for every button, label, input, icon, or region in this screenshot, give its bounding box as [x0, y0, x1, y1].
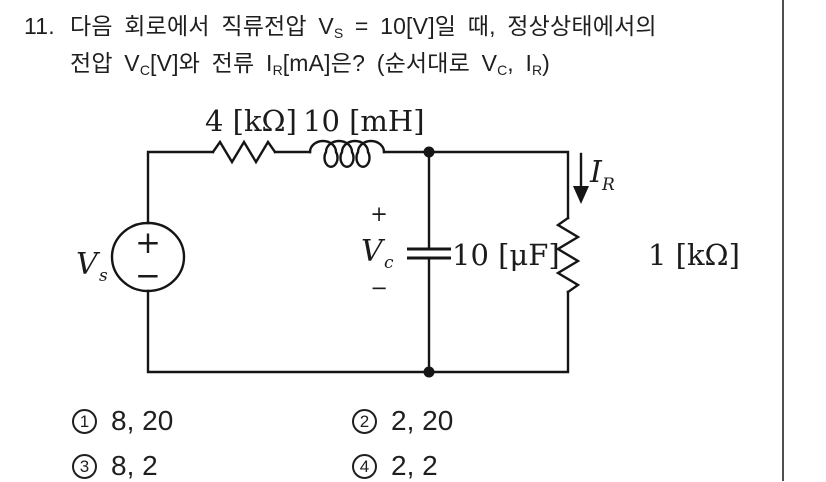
source-plus-sign: + [135, 225, 161, 261]
question-line-1-text: 다음 회로에서 직류전압 VS = 10[V]일 때, 정상상태에서의 [70, 13, 657, 41]
current-subscript: R [601, 175, 615, 195]
column-divider-line [782, 0, 784, 481]
junction-dot-top [423, 146, 435, 158]
option-2-label: 2, 20 [391, 405, 454, 436]
inductor-symbol [308, 139, 386, 168]
option-2-circled-number-icon: 2 [352, 408, 377, 434]
current-label: I [589, 155, 603, 190]
question-line-2-text: 전압 VC[V]와 전류 IR[mA]은? (순서대로 VC, IR) [70, 50, 551, 78]
question-line-2: 전압 VC[V]와 전류 IR[mA]은? (순서대로 VC, IR) [70, 48, 657, 85]
answer-option-3: 3 8, 2 [72, 450, 352, 482]
option-4-label: 2, 2 [391, 450, 438, 481]
option-3-circled-number-icon: 3 [72, 453, 97, 479]
question-line-1: 11. 다음 회로에서 직류전압 VS = 10[V]일 때, 정상상태에서의 [24, 11, 657, 48]
capacitor-symbol [407, 247, 451, 260]
resistor-r1-label: 4 [kΩ] [205, 104, 297, 138]
resistor-r2-symbol [555, 216, 581, 294]
junction-dot-bottom [423, 366, 435, 378]
inductor-label: 10 [mH] [303, 104, 425, 138]
source-minus-sign: − [135, 258, 161, 294]
resistor-r2-label: 1 [kΩ] [648, 238, 740, 272]
capacitor-voltage-subscript: c [384, 253, 394, 273]
question-number: 11. [24, 13, 55, 39]
current-arrow-head-icon [573, 186, 589, 204]
capacitor-plus-sign: + [370, 202, 388, 226]
option-3-label: 8, 2 [111, 450, 158, 481]
capacitor-value-label: 10 [μF] [452, 238, 560, 272]
capacitor-minus-sign: − [370, 276, 388, 300]
source-voltage-subscript: s [99, 266, 108, 286]
answer-option-1: 1 8, 20 [72, 405, 352, 437]
voltage-source-symbol [110, 221, 186, 293]
source-voltage-label: V [76, 247, 101, 282]
answer-options: 1 8, 20 2 2, 20 3 8, 2 4 2, 2 [72, 405, 453, 482]
option-1-label: 8, 20 [111, 405, 174, 436]
option-1-circled-number-icon: 1 [72, 408, 97, 434]
option-4-circled-number-icon: 4 [352, 453, 377, 479]
question-block: 11. 다음 회로에서 직류전압 VS = 10[V]일 때, 정상상태에서의 … [24, 11, 657, 85]
circuit-wires [146, 150, 570, 374]
capacitor-voltage-label: V [361, 234, 386, 269]
answer-option-4: 4 2, 2 [352, 450, 453, 482]
answer-option-2: 2 2, 20 [352, 405, 453, 437]
resistor-r1-symbol [211, 139, 277, 165]
